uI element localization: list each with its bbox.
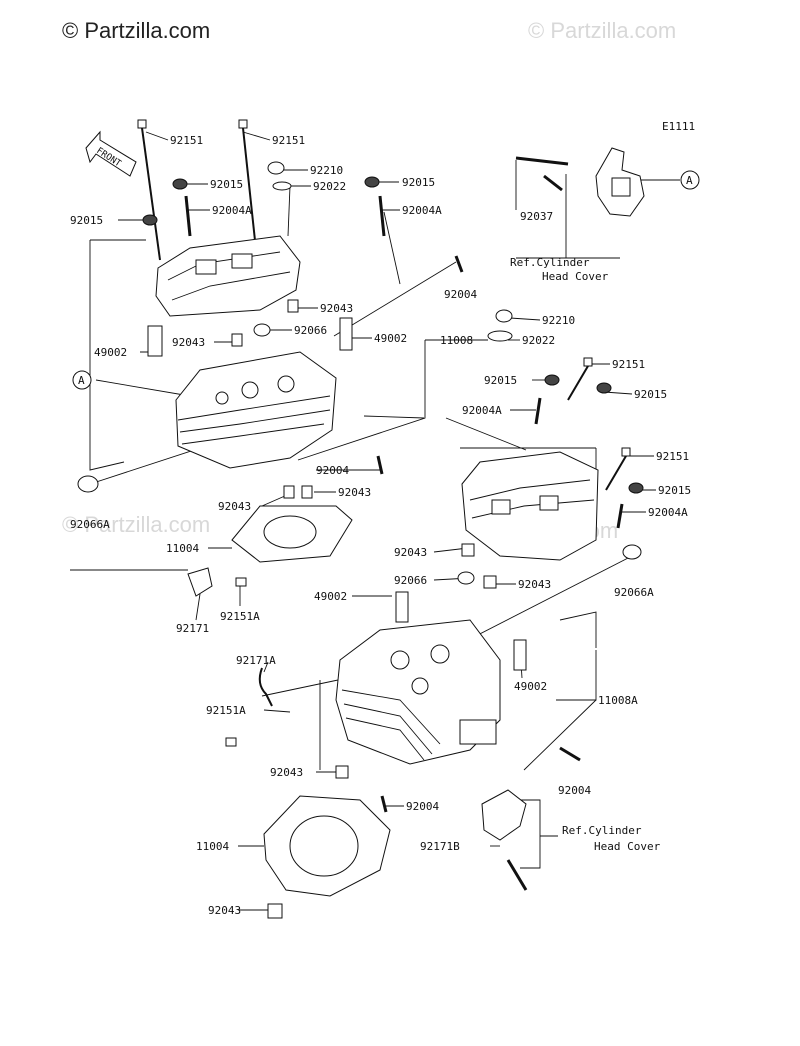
gasket-11004-right (263, 795, 391, 897)
label-92015: 92015 (210, 178, 243, 191)
watermark-main: © Partzilla.com (62, 18, 211, 43)
cylinder-head-cover-right (461, 451, 599, 561)
ref-note-line1: Ref.Cylinder (562, 824, 642, 837)
bolt-92151-left-icon (137, 119, 161, 261)
stud-92004A-icon (184, 195, 386, 237)
label-92171A: 92171A (236, 654, 276, 667)
label-92004: 92004 (558, 784, 591, 797)
ref-circle-a-right: A (680, 170, 700, 190)
bracket-92171B-icon (481, 789, 527, 841)
label-92004: 92004 (406, 800, 439, 813)
label-92043: 92043 (218, 500, 251, 513)
label-49002: 49002 (94, 346, 127, 359)
label-92015: 92015 (658, 484, 691, 497)
plug-92066A-icon (77, 475, 642, 560)
label-92043: 92043 (208, 904, 241, 917)
cylinder-head-left (175, 351, 337, 469)
label-92022: 92022 (313, 180, 346, 193)
label-92151A: 92151A (220, 610, 260, 623)
bolt-92151-mid-icon (238, 119, 257, 251)
label-92004A: 92004A (462, 404, 502, 417)
label-92151: 92151 (272, 134, 305, 147)
label-92151A: 92151A (206, 704, 246, 717)
ref-circle-a-left: A (72, 370, 92, 390)
label-92171B: 92171B (420, 840, 460, 853)
right-lower-fasteners (225, 667, 581, 891)
label-11008: 11008 (440, 334, 473, 347)
label-11008A: 11008A (598, 694, 638, 707)
label-92066A: 92066A (614, 586, 654, 599)
cylinder-head-cover-left (155, 235, 301, 317)
label-49002: 49002 (314, 590, 347, 603)
label-11004: 11004 (166, 542, 199, 555)
label-92171: 92171 (176, 622, 209, 635)
label-92151: 92151 (656, 450, 689, 463)
label-92043: 92043 (518, 578, 551, 591)
ref-note-line2: Head Cover (542, 270, 609, 283)
diagram-code: E1111 (662, 120, 695, 133)
label-92043: 92043 (320, 302, 353, 315)
label-92015: 92015 (70, 214, 103, 227)
pipe-49002-icon (147, 317, 527, 671)
leader-lines (70, 131, 680, 911)
label-92004A: 92004A (212, 204, 252, 217)
watermark-faint-middle-left: © Partzilla.com (62, 512, 211, 537)
label-92066: 92066 (394, 574, 427, 587)
label-92043: 92043 (172, 336, 205, 349)
label-92004A: 92004A (648, 506, 688, 519)
watermark-faint-top-right: © Partzilla.com (528, 18, 677, 43)
svg-text:A: A (78, 374, 85, 387)
label-92043: 92043 (394, 546, 427, 559)
label-92066: 92066 (294, 324, 327, 337)
label-92022: 92022 (522, 334, 555, 347)
front-arrow-icon: FRONT (85, 130, 137, 177)
nut-92015-icon (142, 176, 380, 226)
dowel-92043-icon (231, 299, 497, 919)
nut-92210-icon (267, 161, 285, 175)
ref-note-line2: Head Cover (594, 840, 661, 853)
label-49002: 49002 (374, 332, 407, 345)
label-11004: 11004 (196, 840, 229, 853)
label-92015: 92015 (402, 176, 435, 189)
label-92151: 92151 (612, 358, 645, 371)
ref-head-cover-top-right (515, 147, 645, 217)
label-92037: 92037 (520, 210, 553, 223)
gasket-11004-left (231, 505, 353, 563)
svg-text:A: A (686, 174, 693, 187)
right-upper-fasteners (376, 255, 644, 529)
label-92004A: 92004A (402, 204, 442, 217)
label-92043: 92043 (338, 486, 371, 499)
cylinder-head-right (335, 619, 501, 765)
label-92066A: 92066A (70, 518, 110, 531)
ref-note-line1: Ref.Cylinder (510, 256, 590, 269)
label-92210: 92210 (542, 314, 575, 327)
label-49002: 49002 (514, 680, 547, 693)
label-92004: 92004 (316, 464, 349, 477)
label-92004: 92004 (444, 288, 477, 301)
label-92210: 92210 (310, 164, 343, 177)
seal-92066-icon (253, 323, 475, 585)
bracket-92171-icon (187, 567, 247, 597)
washer-92022-icon (272, 181, 513, 342)
label-92043: 92043 (270, 766, 303, 779)
label-92015: 92015 (634, 388, 667, 401)
label-92151: 92151 (170, 134, 203, 147)
label-92015: 92015 (484, 374, 517, 387)
